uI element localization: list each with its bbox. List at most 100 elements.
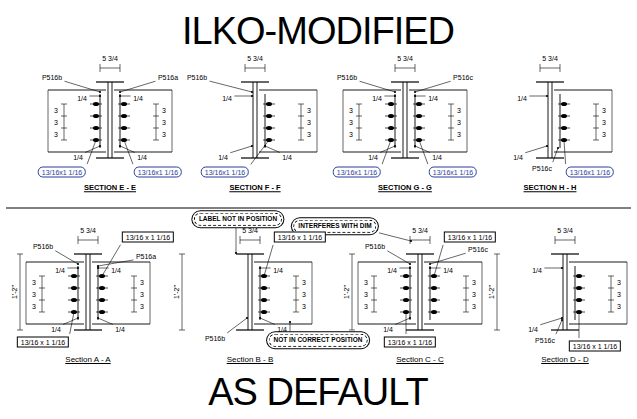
cloud-leader bbox=[236, 228, 237, 253]
leader-end bbox=[405, 311, 407, 313]
drawing-label: 3 bbox=[32, 291, 36, 298]
bolt-line bbox=[573, 312, 585, 313]
leader-end bbox=[268, 139, 270, 141]
tag-text: 13/16x1 1/16 bbox=[337, 169, 377, 176]
dimension-line bbox=[64, 104, 65, 140]
bolt-symbol bbox=[388, 114, 394, 118]
tag-text: 13/16x1 1/16 bbox=[205, 169, 245, 176]
dimension-tick bbox=[61, 104, 67, 105]
dimension-tick bbox=[293, 276, 299, 277]
girder-web bbox=[108, 82, 109, 158]
drawing-label: 1/4 bbox=[528, 326, 538, 333]
bolt-line bbox=[90, 140, 102, 141]
leader-end bbox=[119, 95, 121, 97]
leader-end bbox=[418, 139, 420, 141]
leader-end bbox=[119, 145, 121, 147]
dimension-tick bbox=[494, 330, 500, 331]
dimension-line bbox=[497, 254, 498, 330]
tag-leader bbox=[419, 140, 428, 164]
leader-line bbox=[230, 146, 252, 153]
dimension-line bbox=[395, 68, 415, 69]
leader-end bbox=[73, 311, 75, 313]
bolt-symbol bbox=[431, 286, 437, 290]
drawing-label: 1/4 bbox=[513, 154, 523, 161]
dimension-tick bbox=[494, 254, 500, 255]
drawing-label: 3 bbox=[302, 291, 306, 298]
bolt-symbol bbox=[431, 274, 437, 278]
bolt-symbol bbox=[431, 298, 437, 302]
dimension-tick bbox=[555, 236, 556, 244]
beam-flange bbox=[424, 324, 482, 325]
bolt-symbol bbox=[261, 298, 267, 302]
beam-flange bbox=[254, 324, 312, 325]
hole-size-tag: 13/16x1 1/16 bbox=[429, 167, 477, 178]
tag-text: 13/16x1 1/16 bbox=[433, 169, 473, 176]
dimension-tick bbox=[153, 116, 159, 117]
beam-flange bbox=[48, 152, 106, 153]
leader-end bbox=[259, 267, 261, 269]
section-title: Section A - A bbox=[65, 356, 110, 364]
leader-end bbox=[429, 267, 431, 269]
beam-flange bbox=[48, 90, 106, 91]
drawing-label: 3 bbox=[140, 303, 144, 310]
tag-leader bbox=[70, 312, 74, 334]
beam-cut-line bbox=[312, 262, 313, 324]
leader-end bbox=[546, 145, 548, 147]
drawing-label: P516b bbox=[187, 74, 207, 81]
dimension-tick bbox=[349, 254, 355, 255]
tag-leader bbox=[124, 140, 133, 164]
cloud-leader bbox=[290, 322, 291, 331]
dimension-tick bbox=[298, 128, 304, 129]
dimension-tick bbox=[448, 128, 454, 129]
bolt-symbol bbox=[576, 286, 582, 290]
leader-end bbox=[561, 317, 563, 319]
beam-flange bbox=[254, 262, 312, 263]
dimension-tick bbox=[608, 312, 614, 313]
dimension-tick bbox=[131, 312, 137, 313]
dimension-tick bbox=[131, 276, 137, 277]
dimension-tick bbox=[356, 104, 362, 105]
leader-end bbox=[99, 145, 101, 147]
girder-flange bbox=[236, 329, 264, 330]
leader-line bbox=[260, 318, 275, 324]
drawing-label: 1/4 bbox=[77, 95, 87, 102]
dimension-tick bbox=[448, 140, 454, 141]
leader-end bbox=[77, 317, 79, 319]
bolt-line bbox=[385, 140, 397, 141]
beam-flange bbox=[114, 152, 172, 153]
drawing-label: 1/4 bbox=[428, 95, 438, 102]
drawing-label: 5 3/4 bbox=[102, 55, 118, 62]
bolt-symbol bbox=[388, 102, 394, 106]
hole-size-tag: 13/16 x 1 1/16 bbox=[17, 337, 69, 348]
dimension-tick bbox=[593, 104, 599, 105]
leader-end bbox=[97, 267, 99, 269]
bolt-symbol bbox=[403, 274, 409, 278]
dimension-tick bbox=[298, 116, 304, 117]
leader-line bbox=[67, 268, 78, 269]
drawing-label: 5 3/4 bbox=[542, 55, 558, 62]
dimension-tick bbox=[593, 128, 599, 129]
dimension-tick bbox=[371, 276, 377, 277]
bolt-symbol bbox=[121, 138, 127, 142]
dimension-tick bbox=[356, 116, 362, 117]
leader-line bbox=[553, 148, 558, 162]
girder-flange bbox=[74, 329, 102, 330]
drawing-label: 3 bbox=[602, 119, 606, 126]
leader-end bbox=[289, 321, 291, 323]
tag-leader bbox=[264, 245, 273, 276]
drawing-label: 1/4 bbox=[383, 326, 393, 333]
leader-end bbox=[390, 139, 392, 141]
drawing-label: 3 bbox=[140, 279, 144, 286]
beam-cut-line bbox=[172, 90, 173, 152]
drawing-label: 3 bbox=[349, 107, 353, 114]
drawing-caption: AS DEFAULT bbox=[208, 373, 427, 411]
leader-line bbox=[556, 320, 562, 334]
leader-line bbox=[544, 268, 562, 269]
dimension-tick bbox=[153, 104, 159, 105]
dimension-tick bbox=[593, 116, 599, 117]
tag-leader bbox=[579, 312, 580, 338]
drawing-label: 1/4 bbox=[282, 154, 292, 161]
beam-flange bbox=[92, 324, 150, 325]
beam-flange bbox=[26, 324, 84, 325]
leader-end bbox=[561, 319, 563, 321]
